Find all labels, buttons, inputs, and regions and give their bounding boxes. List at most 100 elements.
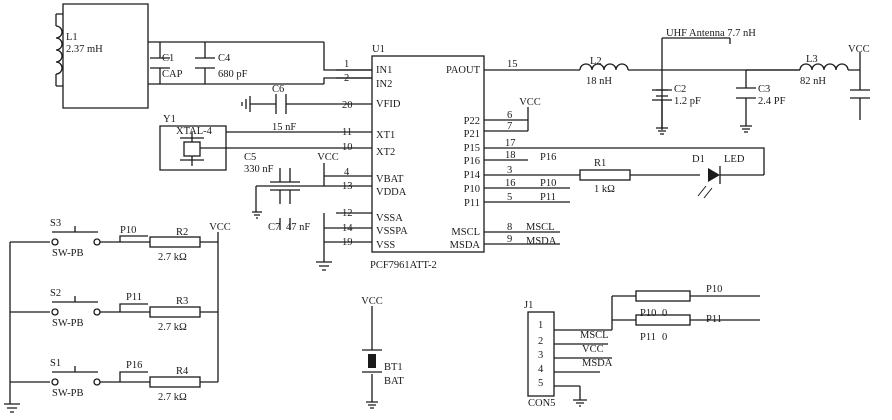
pin-number: 1: [344, 59, 349, 70]
p10-net-label: P10: [120, 225, 136, 236]
pin-number: 20: [342, 100, 353, 111]
pin-number: 3: [538, 350, 543, 361]
pin-number: 19: [342, 237, 353, 248]
switch-s2: S2 SW-PB P11 R3 2.7 kΩ: [10, 288, 218, 333]
pin-name: MSDA: [450, 240, 481, 251]
pin-name: VBAT: [376, 174, 404, 185]
ic-u1-ref: U1: [372, 44, 385, 55]
vcc-label: VCC: [209, 222, 231, 233]
ic-left-pin-names: IN1 IN2 VFID XT1 XT2 VBAT VDDA VSSA VSSP…: [376, 65, 408, 251]
p11-net-label: P11: [706, 314, 722, 325]
c7-value: 47 nF: [286, 222, 310, 233]
l3-value: 82 nH: [800, 76, 826, 87]
pin-number: 2: [538, 336, 543, 347]
p10-net-label: P10: [706, 284, 722, 295]
pin-number: 17: [505, 138, 516, 149]
y1-value: XTAL-4: [176, 126, 213, 137]
bt1-value: BAT: [384, 376, 404, 387]
pin-name: P21: [464, 129, 480, 140]
ic-u1: U1 PCF7961ATT-2 IN1 IN2 VFID XT1 XT2 VBA…: [336, 44, 528, 271]
l3-ref: L3: [806, 54, 818, 65]
pin-number: 7: [507, 121, 512, 132]
pin-number: 2: [344, 73, 349, 84]
vcc-label: VCC: [317, 152, 339, 163]
pin-number: 16: [505, 178, 516, 189]
vcc-net-label: VCC: [582, 344, 604, 355]
pin-name: P10: [464, 184, 480, 195]
msda-net-label: MSDA: [526, 236, 557, 247]
d1-value: LED: [724, 154, 745, 165]
capacitor-c4-symbol: [195, 57, 215, 69]
p22-p21-vcc: VCC: [519, 97, 541, 131]
pin-number: 18: [505, 150, 516, 161]
pin-number: 10: [342, 142, 353, 153]
capacitor-c7-symbol: [279, 218, 291, 230]
pin-number: 14: [342, 223, 353, 234]
l1-value: 2.37 mH: [66, 44, 103, 55]
switch-s3: S3 SW-PB P10 R2 2.7 kΩ: [10, 218, 218, 263]
ic-u1-part: PCF7961ATT-2: [370, 260, 437, 271]
ic-right-pin-numbers: 15 6 7 17 18 3 16 5 8 9: [505, 59, 518, 245]
capacitor-c6-symbol: [275, 94, 287, 114]
ic-u1-body: [371, 55, 485, 253]
battery-section: VCC BT1 BAT: [361, 296, 404, 409]
d1-ref: D1: [692, 154, 705, 165]
capacitor-c3-symbol: [736, 87, 756, 99]
inductor-l1-symbol: [55, 25, 63, 75]
vcc-label: VCC: [848, 44, 870, 55]
l1-ref: L1: [66, 32, 78, 43]
j1-value: CON5: [528, 398, 555, 409]
pin-name: XT2: [376, 147, 395, 158]
s2-value: SW-PB: [52, 318, 84, 329]
c5-ref: C5: [244, 152, 256, 163]
link-p10-value: 0: [662, 308, 667, 319]
p16-net-label: P16: [540, 152, 556, 163]
pin-name: IN2: [376, 79, 392, 90]
p10-net-label: P10: [540, 178, 556, 189]
s2-ref: S2: [50, 288, 61, 299]
pin-number: 8: [507, 222, 512, 233]
pin-name: XT1: [376, 130, 395, 141]
c6-section: C6 15 nF: [241, 84, 336, 133]
pin-name: P22: [464, 116, 480, 127]
connector-j1-body: [527, 311, 555, 397]
s1-value: SW-PB: [52, 388, 84, 399]
c4-value: 680 pF: [218, 69, 248, 80]
r1-value: 1 kΩ: [594, 184, 615, 195]
crystal-y1-symbol: [183, 141, 201, 157]
ground-symbol: [241, 96, 251, 112]
switch-s1: S1 SW-PB P16 R4 2.7 kΩ: [10, 358, 218, 403]
bt1-ref: BT1: [384, 362, 403, 373]
pin-name: VFID: [376, 99, 401, 110]
pin-name: P14: [464, 170, 481, 181]
pin-number: 13: [342, 181, 353, 192]
r1-ref: R1: [594, 158, 606, 169]
c6-ref: C6: [272, 84, 284, 95]
switch-s1-symbol: [52, 366, 98, 373]
j1-ref: J1: [524, 300, 533, 311]
r3-ref: R3: [176, 296, 188, 307]
pin-name: P11: [464, 198, 480, 209]
c6-value: 15 nF: [272, 122, 296, 133]
c4-ref: C4: [218, 53, 231, 64]
p11-net-label: P11: [126, 292, 142, 303]
pin-number: 15: [507, 59, 518, 70]
resistor-r4-symbol: [149, 376, 201, 388]
ic-net-labels: P10 P11 MSCL MSDA: [526, 178, 570, 247]
p11-net-label: P11: [540, 192, 556, 203]
pin-name: PAOUT: [446, 65, 481, 76]
pin-name: VSSA: [376, 213, 403, 224]
resistor-r1-symbol: [579, 169, 631, 181]
mscl-net-label: MSCL: [526, 222, 555, 233]
l2-ref: L2: [590, 56, 602, 67]
pin-name: MSCL: [451, 227, 480, 238]
c5-value: 330 nF: [244, 164, 274, 175]
inductor-l2-symbol: [579, 63, 629, 71]
antenna-label: UHF Antenna 7.7 nH: [666, 28, 756, 39]
c3-value: 2.4 PF: [758, 96, 786, 107]
pin-number: 3: [507, 165, 512, 176]
pin-number: 11: [342, 127, 352, 138]
resistor-r3-symbol: [149, 306, 201, 318]
y1-ref: Y1: [163, 114, 176, 125]
